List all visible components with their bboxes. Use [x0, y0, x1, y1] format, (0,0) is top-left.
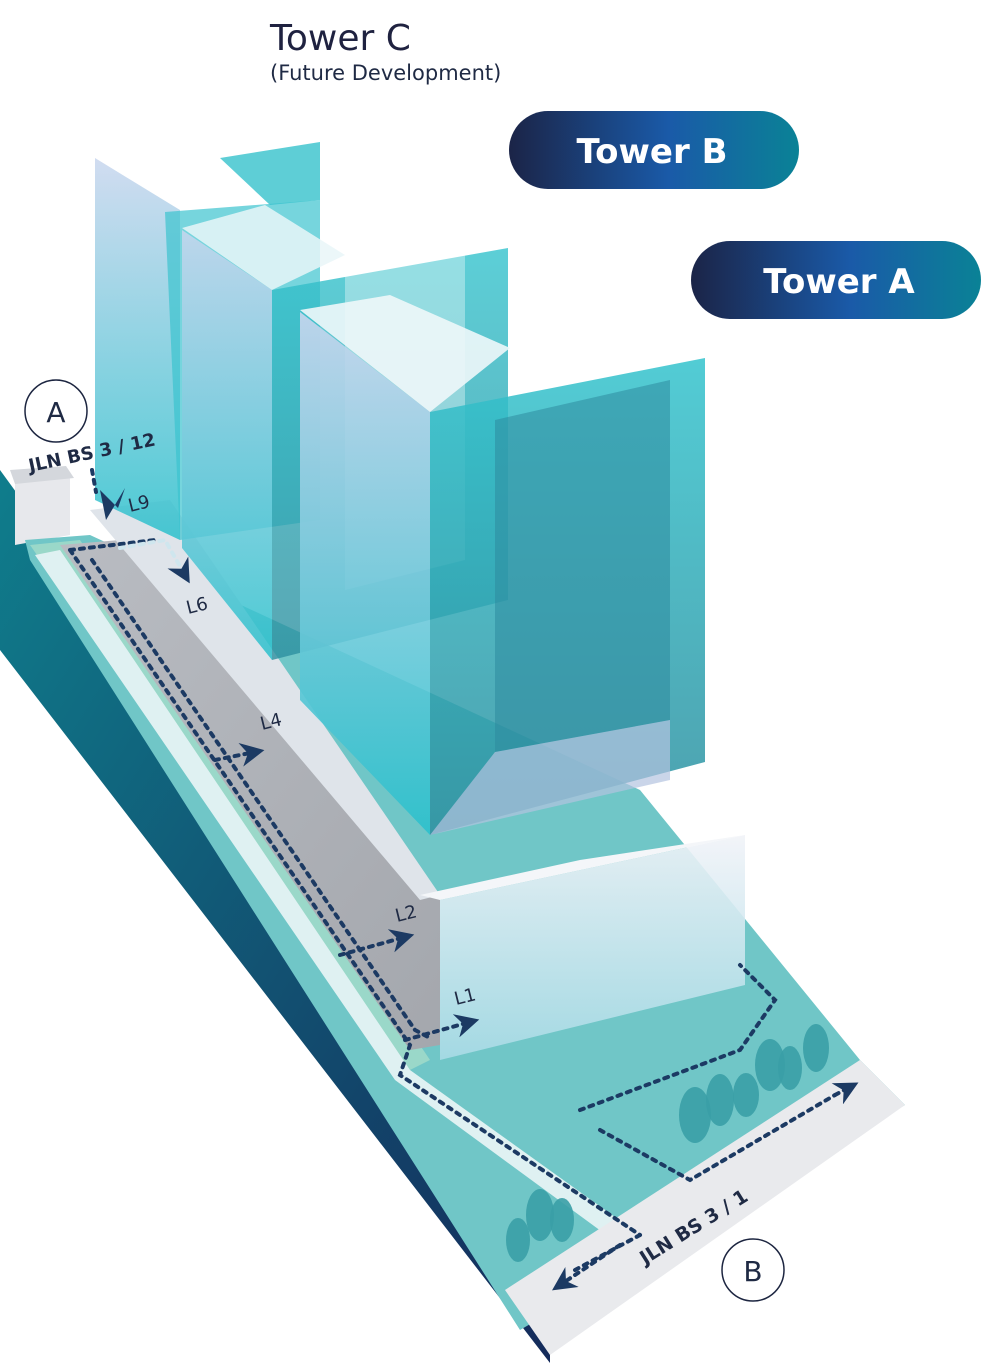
route-l2-branch: [338, 929, 415, 957]
tree: [506, 1218, 530, 1262]
podium-front: [90, 500, 440, 900]
lowrise-front-face: [440, 835, 745, 1060]
podium-roof: [60, 540, 440, 1050]
tower-b-top: [182, 205, 345, 290]
tree: [679, 1087, 711, 1143]
marker-a: A: [24, 379, 88, 443]
marker-b-circle: [721, 1238, 785, 1302]
tower-a-label: Tower A: [763, 262, 915, 302]
trees: [506, 1024, 829, 1262]
level-l4-label: L4: [258, 709, 284, 735]
tower-b-pill-bg: [509, 111, 799, 189]
tower-a-pill-bg: [691, 241, 981, 319]
tower-c-top: [220, 142, 320, 205]
route-l6: [118, 537, 190, 584]
tower-b-pill: Tower B: [509, 111, 799, 189]
route-l4-branch: [213, 743, 265, 767]
tree: [733, 1073, 759, 1117]
tower-c-left-face: [95, 158, 180, 540]
level-l9-label: L9: [126, 491, 152, 517]
marker-a-circle: [24, 379, 88, 443]
tower-a-bottom: [430, 720, 670, 835]
base-left-wall: [15, 478, 70, 545]
lowrise-block: [420, 835, 745, 1060]
tower-a-pill: Tower A: [691, 241, 981, 319]
tower-c-subtitle: (Future Development): [270, 61, 501, 85]
access-routes: [68, 468, 850, 1291]
tree: [803, 1024, 829, 1072]
level-l2-label: L2: [393, 901, 419, 927]
tower-c-title: Tower C: [269, 18, 411, 59]
marker-a-label: A: [46, 396, 65, 429]
tower-b-label: Tower B: [576, 132, 727, 172]
level-l6-label: L6: [184, 593, 210, 619]
lowrise-top: [420, 835, 745, 900]
tower-a-inner-dark: [495, 380, 670, 752]
level-l1-label: L1: [452, 984, 478, 1010]
arrow-l9: [100, 488, 125, 520]
road-bottom: [505, 1060, 905, 1355]
tower-a-left-face: [300, 312, 430, 835]
tree: [755, 1039, 785, 1091]
route-l1-branch: [403, 1014, 480, 1042]
route-perimeter: [68, 538, 642, 1237]
route-from-a-l9: [90, 468, 98, 494]
tower-a-building: [300, 295, 705, 835]
tree: [550, 1198, 574, 1242]
route-garden: [578, 963, 837, 1183]
route-road-left: [552, 1243, 622, 1291]
walkway-strip: [35, 550, 640, 1245]
tree: [706, 1074, 734, 1126]
tower-a-top: [300, 295, 510, 412]
tower-b-left-face: [182, 230, 272, 660]
tree: [778, 1046, 802, 1090]
carpark-podium: [60, 500, 440, 1050]
tree: [526, 1189, 554, 1241]
base-wall-top: [10, 466, 74, 484]
route-road-bottom: [573, 1087, 850, 1272]
marker-b: B: [721, 1238, 785, 1302]
marker-b-label: B: [743, 1255, 762, 1288]
